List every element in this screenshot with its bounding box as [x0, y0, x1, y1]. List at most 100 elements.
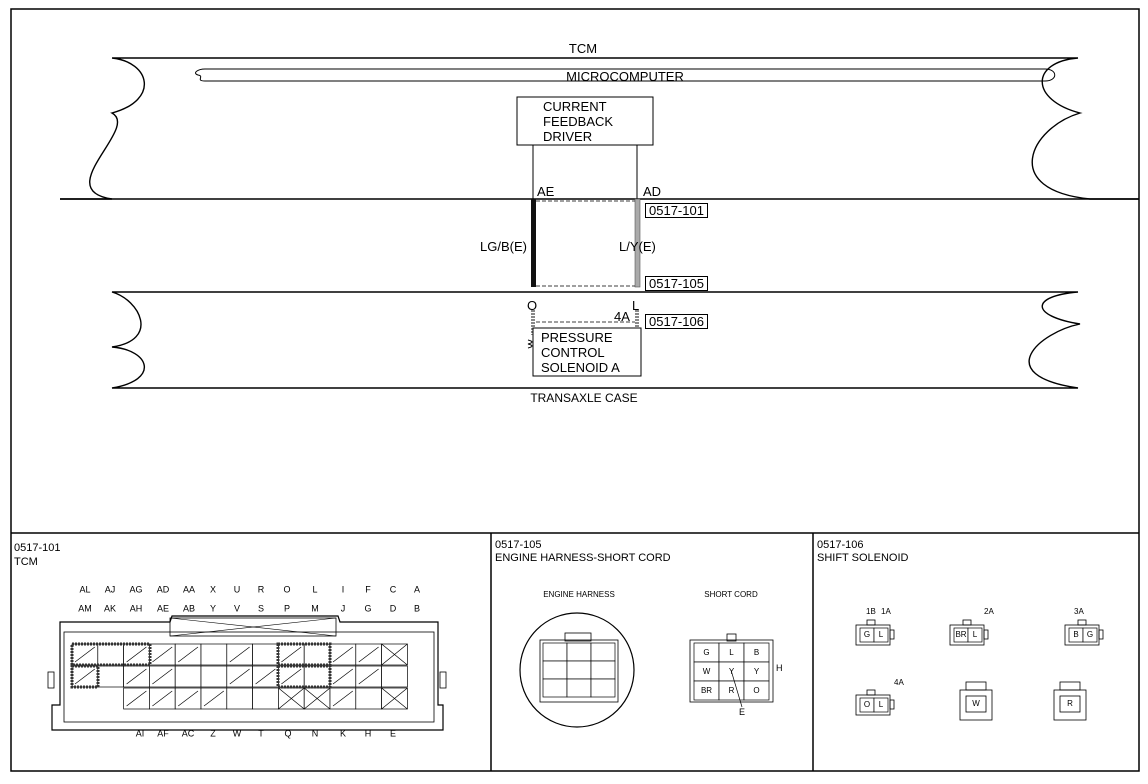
- tcm-terminal-m: M: [311, 603, 319, 614]
- tcm-terminal-x: X: [209, 584, 217, 595]
- tcm-pin-divider: [203, 690, 225, 707]
- tcm-terminal-ag: AG: [129, 584, 143, 595]
- tcm-pin-cell: [200, 665, 228, 688]
- engine-harness-pin-cell: [566, 660, 592, 680]
- driver-line-1: CURRENT: [543, 99, 607, 114]
- tcm-connector-latch: [169, 617, 337, 637]
- tcm-terminal-e: E: [389, 728, 397, 739]
- engine-harness-label: ENGINE HARNESS: [543, 590, 615, 599]
- ss-pin-g3: G: [1086, 630, 1094, 639]
- shift-solenoid-connectors: [855, 619, 1104, 721]
- short-cord-pins: [693, 642, 770, 701]
- tcm-pin-cell: [174, 665, 202, 688]
- panel-105-code: 0517-105: [495, 539, 542, 551]
- tcm-terminal-t: T: [258, 728, 264, 739]
- engine-harness-shell: [539, 639, 619, 703]
- solenoid-label-2a: 2A: [984, 607, 994, 616]
- tcm-terminal-n: N: [311, 728, 319, 739]
- tcm-pin-divider: [229, 646, 250, 663]
- tcm-terminal-v: V: [233, 603, 241, 614]
- tcm-pin-divider: [152, 690, 173, 707]
- microcomputer-label: MICROCOMPUTER: [566, 69, 684, 84]
- short-cord-pin-y: Y: [728, 666, 735, 676]
- tcm-connector-shell: [51, 615, 444, 731]
- tcm-terminal-y: Y: [209, 603, 217, 614]
- tcm-pin-divider: [281, 668, 302, 685]
- tcm-pin-cell: [200, 643, 228, 666]
- transaxle-housing: [111, 291, 1081, 389]
- tcm-pin-divider: [358, 646, 379, 663]
- tcm-terminal-z: Z: [210, 728, 216, 739]
- tcm-pin-grid: [70, 642, 408, 710]
- solenoid-line-3: SOLENOID A: [541, 360, 620, 375]
- tcm-pin-empty-cross: [303, 687, 331, 710]
- short-cord-pin-y: Y: [753, 666, 760, 676]
- short-cord-h: H: [776, 663, 783, 673]
- tcm-pin-cell: [252, 643, 279, 666]
- short-cord-shell: [689, 639, 774, 703]
- connector-0517-105[interactable]: 0517-105: [645, 276, 708, 291]
- ss-pin-l4: L: [878, 700, 884, 709]
- short-cord-pin-r: R: [728, 685, 735, 695]
- driver-label: CURRENT FEEDBACK DRIVER: [543, 100, 613, 143]
- engine-harness-pin-cell: [566, 642, 592, 662]
- engine-harness-pin-cell: [590, 642, 616, 662]
- solenoid-terminal-4a: 4A: [614, 309, 630, 324]
- panel-105-name: ENGINE HARNESS-SHORT CORD: [495, 552, 671, 564]
- ss-pin-g: G: [863, 630, 871, 639]
- tcm-terminal-ah: AH: [129, 603, 143, 614]
- tcm-pin-divider: [177, 646, 199, 663]
- tcm-pin-cell: [355, 687, 382, 710]
- shift-solenoid-pin-cells: [859, 627, 1098, 713]
- short-cord-pin-cell: [743, 680, 770, 701]
- tcm-pin-cell: [226, 687, 253, 710]
- solenoid-pin-o: O: [527, 298, 538, 313]
- tcm-pin-divider: [126, 690, 147, 707]
- tcm-terminal-w: W: [232, 728, 242, 739]
- tcm-terminal-q: Q: [284, 728, 292, 739]
- tcm-side-tab-right: [439, 671, 447, 689]
- short-cord-latch: [726, 633, 737, 642]
- tcm-connector-inner: [63, 631, 435, 723]
- engine-harness-pin-cell: [590, 678, 616, 698]
- driver-line-3: DRIVER: [543, 129, 593, 144]
- panel-106-code: 0517-106: [817, 539, 864, 551]
- ss-pin-l2: L: [972, 630, 978, 639]
- terminal-ad: AD: [643, 184, 662, 199]
- tcm-housing: [60, 57, 1139, 200]
- wire-lgb: [531, 199, 536, 287]
- tcm-pin-divider: [152, 646, 173, 663]
- tcm-terminal-ab: AB: [182, 603, 196, 614]
- tcm-terminal-al: AL: [79, 584, 91, 595]
- short-cord-pin-br: BR: [700, 685, 713, 695]
- tcm-terminal-p: P: [283, 603, 291, 614]
- tcm-terminal-ac: AC: [181, 728, 195, 739]
- tcm-pin-highlight: [70, 664, 100, 689]
- tcm-pin-divider: [332, 646, 354, 663]
- connector-0517-106[interactable]: 0517-106: [645, 314, 708, 329]
- solenoid-line-1: PRESSURE: [541, 330, 613, 345]
- engine-harness-pin-cell: [542, 642, 568, 662]
- tcm-terminal-ad: AD: [156, 584, 170, 595]
- tcm-pin-divider: [126, 668, 147, 685]
- connector-0517-101[interactable]: 0517-101: [645, 203, 708, 218]
- short-cord-pin-w: W: [702, 666, 711, 676]
- tcm-pin-divider: [255, 668, 276, 685]
- tcm-pin-highlight: [276, 664, 332, 689]
- ss-pin-w: W: [972, 699, 980, 708]
- solenoid-coil-icon: [527, 339, 533, 349]
- engine-harness-pin-cell: [542, 660, 568, 680]
- tcm-pin-empty-cross: [381, 643, 408, 666]
- short-cord-label: SHORT CORD: [704, 590, 758, 599]
- tcm-terminal-ak: AK: [103, 603, 117, 614]
- short-cord-leader: [730, 669, 743, 708]
- tcm-terminal-k: K: [339, 728, 347, 739]
- tcm-terminal-i: I: [341, 584, 345, 595]
- tcm-pin-cell: [97, 643, 124, 666]
- ss-pin-o: O: [863, 700, 871, 709]
- tcm-terminal-ai: AI: [135, 728, 145, 739]
- tcm-pin-cell: [303, 665, 331, 688]
- tcm-terminal-af: AF: [157, 728, 169, 739]
- tcm-terminal-s: S: [257, 603, 265, 614]
